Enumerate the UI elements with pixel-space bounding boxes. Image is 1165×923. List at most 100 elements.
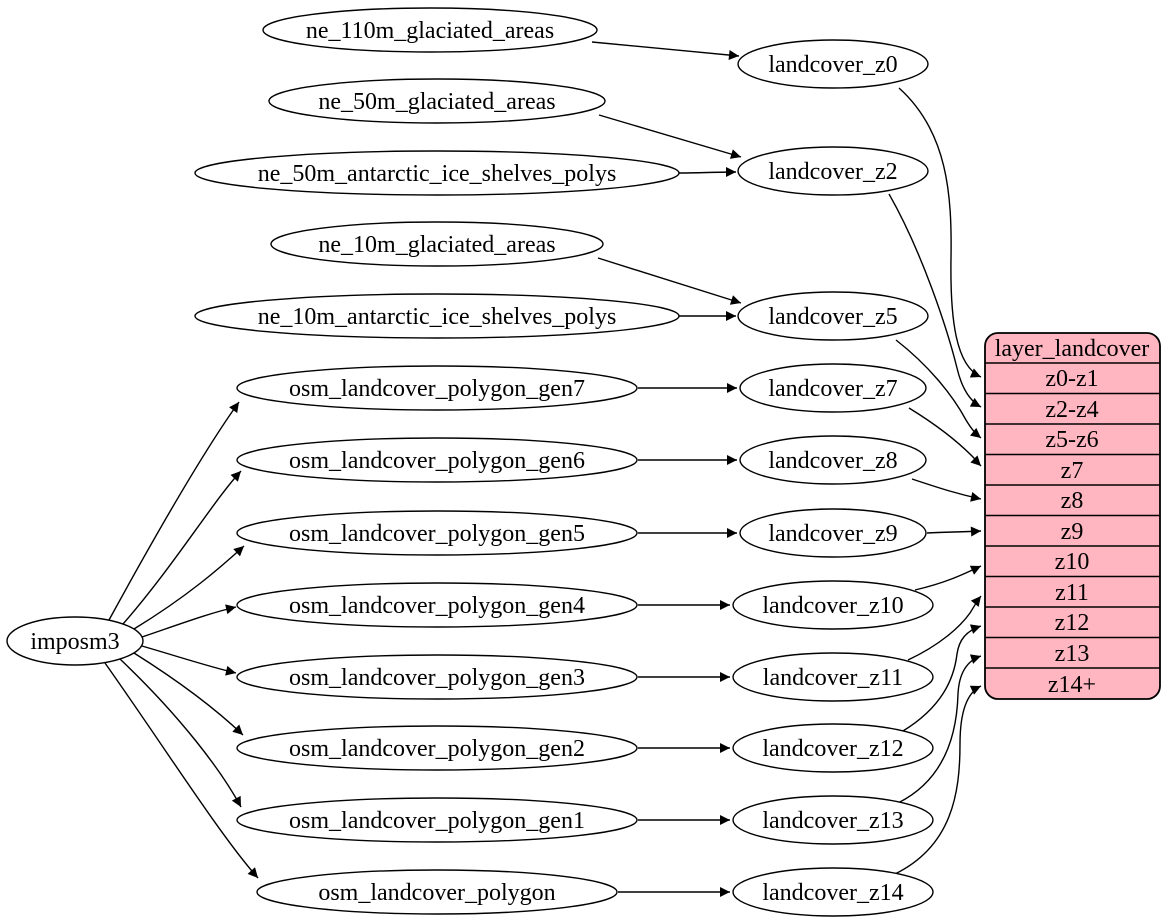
node-ellipse	[739, 435, 927, 485]
node-label: ne_50m_antarctic_ice_shelves_polys	[258, 161, 617, 187]
record-title: layer_landcover	[995, 336, 1150, 362]
node-landcover-z0: landcover_z0	[737, 39, 929, 89]
edge-landcover-z0-to-row-z0-z1	[898, 87, 982, 378]
edge-landcover-z9-to-row-z9	[926, 526, 982, 537]
node-osm-landcover-polygon-gen4: osm_landcover_polygon_gen4	[236, 582, 638, 628]
edge-imposm3-to-osm-landcover-polygon-gen6	[122, 470, 242, 625]
node-landcover-z12: landcover_z12	[732, 723, 934, 773]
edge-landcover-z5-to-row-z5-z6	[895, 339, 982, 439]
record-row-label: z13	[1055, 641, 1090, 667]
node-label: landcover_z14	[762, 880, 903, 906]
edge-layer	[104, 41, 982, 897]
node-ellipse	[732, 867, 934, 917]
node-ellipse	[194, 150, 680, 196]
node-ellipse	[236, 365, 638, 411]
node-ellipse	[236, 654, 638, 700]
node-ellipse	[732, 580, 934, 630]
node-ellipse	[194, 293, 680, 339]
node-ellipse	[236, 725, 638, 771]
node-ellipse	[236, 510, 638, 556]
node-label: landcover_z13	[762, 808, 903, 834]
record-row-label: z8	[1061, 488, 1084, 514]
record-row-label: z12	[1055, 610, 1090, 636]
edge-landcover-z12-to-row-z12	[902, 624, 982, 732]
edge-imposm3-to-osm-landcover-polygon-gen7	[108, 401, 240, 621]
node-label: landcover_z8	[768, 448, 897, 474]
record-row-label: z10	[1055, 549, 1090, 575]
node-ellipse	[737, 146, 929, 196]
edge-imposm3-to-osm-landcover-polygon	[104, 662, 259, 879]
node-landcover-z9: landcover_z9	[739, 508, 927, 558]
node-osm-landcover-polygon-gen5: osm_landcover_polygon_gen5	[236, 510, 638, 556]
node-label: landcover_z7	[768, 376, 897, 402]
node-label: osm_landcover_polygon	[318, 880, 555, 906]
node-landcover-z14: landcover_z14	[732, 867, 934, 917]
record-row-label: z0-z1	[1045, 366, 1098, 392]
edge-ne-10m-glaciated-areas-to-landcover-z5	[597, 257, 742, 305]
node-osm-landcover-polygon-gen7: osm_landcover_polygon_gen7	[236, 365, 638, 411]
node-osm-landcover-polygon: osm_landcover_polygon	[256, 869, 618, 915]
edge-landcover-z10-to-row-z10	[914, 565, 982, 591]
edge-landcover-z2-to-row-z2-z4	[888, 193, 982, 408]
node-ellipse	[732, 723, 934, 773]
node-osm-landcover-polygon-gen3: osm_landcover_polygon_gen3	[236, 654, 638, 700]
node-ellipse	[268, 78, 606, 124]
edge-landcover-z7-to-row-z7	[908, 407, 982, 467]
node-ellipse	[236, 437, 638, 483]
node-label: ne_10m_glaciated_areas	[318, 232, 555, 258]
node-landcover-z7: landcover_z7	[739, 363, 927, 413]
node-landcover-z13: landcover_z13	[732, 795, 934, 845]
record-row-label: z11	[1055, 580, 1089, 606]
node-landcover-z5: landcover_z5	[737, 291, 929, 341]
node-label: landcover_z9	[768, 521, 897, 547]
node-ellipse	[256, 869, 618, 915]
node-ellipse	[236, 582, 638, 628]
node-label: landcover_z5	[768, 304, 897, 330]
edge-imposm3-to-osm-landcover-polygon-gen3	[141, 645, 237, 676]
record-row-label: z9	[1061, 519, 1084, 545]
node-ellipse	[739, 363, 927, 413]
node-imposm3: imposm3	[6, 616, 144, 666]
node-label: osm_landcover_polygon_gen5	[289, 521, 585, 547]
node-label: landcover_z11	[763, 665, 903, 691]
record-row-label: z7	[1061, 458, 1084, 484]
record-row-label: z14+	[1048, 672, 1096, 698]
edge-imposm3-to-osm-landcover-polygon-gen5	[133, 545, 245, 630]
node-ellipse	[732, 795, 934, 845]
node-ellipse	[236, 797, 638, 843]
node-label: ne_50m_glaciated_areas	[318, 89, 555, 115]
node-ne-10m-antarctic-ice-shelves-polys: ne_10m_antarctic_ice_shelves_polys	[194, 293, 680, 339]
node-label: osm_landcover_polygon_gen2	[289, 736, 585, 762]
node-ellipse	[739, 508, 927, 558]
edge-landcover-z8-to-row-z8	[911, 478, 982, 502]
node-label: landcover_z2	[768, 159, 897, 185]
node-ellipse	[737, 39, 929, 89]
edge-ne-50m-glaciated-areas-to-landcover-z2	[598, 114, 742, 159]
edge-imposm3-to-osm-landcover-polygon-gen2	[133, 652, 244, 736]
edge-ne-110m-glaciated-areas-to-landcover-z0	[591, 41, 740, 60]
node-ellipse	[270, 221, 604, 267]
node-label: osm_landcover_polygon_gen3	[289, 665, 585, 691]
node-ellipse	[732, 652, 934, 702]
node-landcover-z2: landcover_z2	[737, 146, 929, 196]
node-label: osm_landcover_polygon_gen4	[289, 593, 585, 619]
node-label: imposm3	[30, 629, 119, 655]
record-layer-landcover: layer_landcover z0-z1 z2-z4 z5-z6 z7 z8 …	[984, 332, 1161, 700]
node-ne-110m-glaciated-areas: ne_110m_glaciated_areas	[262, 7, 598, 53]
node-ellipse	[737, 291, 929, 341]
node-osm-landcover-polygon-gen1: osm_landcover_polygon_gen1	[236, 797, 638, 843]
edge-imposm3-to-osm-landcover-polygon-gen1	[119, 658, 242, 808]
node-landcover-z11: landcover_z11	[732, 652, 934, 702]
node-osm-landcover-polygon-gen6: osm_landcover_polygon_gen6	[236, 437, 638, 483]
edge-landcover-z11-to-row-z11	[907, 595, 982, 661]
node-osm-landcover-polygon-gen2: osm_landcover_polygon_gen2	[236, 725, 638, 771]
node-label: ne_10m_antarctic_ice_shelves_polys	[258, 304, 617, 330]
node-ne-50m-glaciated-areas: ne_50m_glaciated_areas	[268, 78, 606, 124]
edge-landcover-z14-to-row-z14plus	[894, 685, 982, 875]
node-ellipse	[262, 7, 598, 53]
node-ellipse	[6, 616, 144, 666]
edge-ne-50m-antarctic-ice-shelves-polys-to-landcover-z2	[678, 167, 737, 178]
node-label: landcover_z0	[768, 52, 897, 78]
